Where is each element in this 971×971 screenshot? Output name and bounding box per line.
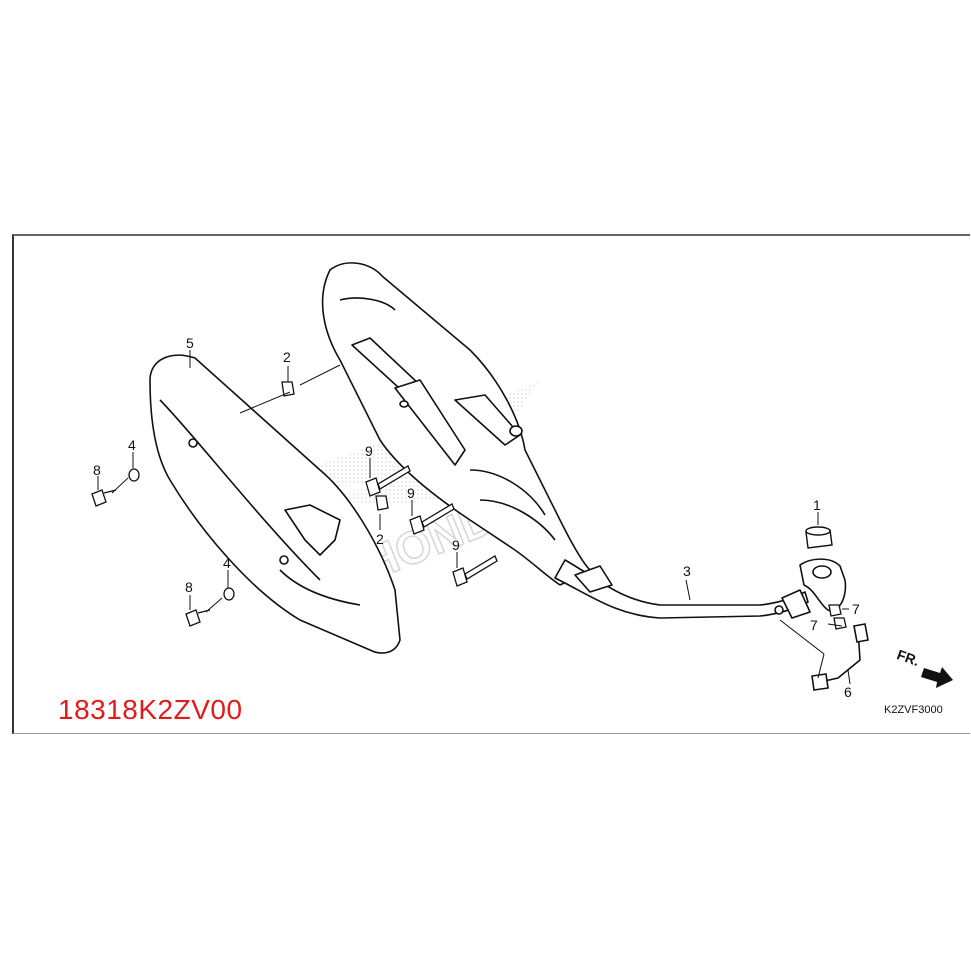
callout-3: 3 — [683, 563, 691, 579]
diagram-frame — [12, 234, 970, 734]
direction-arrow-icon — [921, 667, 953, 688]
callout-7-upper: 7 — [852, 601, 860, 617]
callout-8-lower: 8 — [185, 579, 193, 595]
diagram-code-label: K2ZVF3000 — [884, 704, 943, 716]
heat-shield — [149, 354, 401, 654]
callout-9-middle: 9 — [407, 485, 415, 501]
direction-label: FR. — [895, 646, 922, 669]
callout-5: 5 — [186, 335, 194, 351]
callout-4-lower: 4 — [223, 555, 231, 571]
muffler-assembly — [321, 262, 847, 619]
front-direction-indicator: FR. — [895, 646, 953, 688]
callout-6: 6 — [844, 684, 852, 700]
part-number-label: 18318K2ZV00 — [58, 694, 243, 725]
collar-part — [805, 526, 833, 549]
callout-4-upper: 4 — [128, 437, 136, 453]
bolts-and-washers — [91, 381, 498, 627]
callout-8-upper: 8 — [93, 462, 101, 478]
callout-7-lower: 7 — [810, 617, 818, 633]
callout-2-upper: 2 — [283, 349, 291, 365]
o2-sensor-wire — [811, 623, 869, 691]
callout-2-lower: 2 — [376, 531, 384, 547]
leader-lines — [97, 350, 851, 685]
callout-1: 1 — [813, 497, 821, 513]
callout-9-left: 9 — [365, 443, 373, 459]
callout-9-right: 9 — [452, 537, 460, 553]
